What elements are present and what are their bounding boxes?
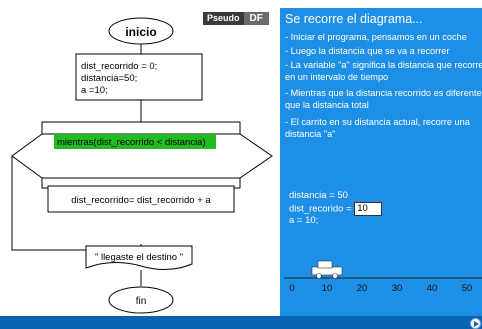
scale-label: 30: [392, 283, 403, 293]
dist-recorrido-value: 10: [354, 201, 383, 216]
start-terminal: [108, 17, 174, 45]
init-process-box: [75, 53, 203, 101]
init-line-3: a =10;: [81, 85, 108, 96]
tab-pseudo[interactable]: Pseudo: [203, 12, 244, 25]
output-label: " llegaste el destino ": [95, 252, 183, 263]
end-label: fin: [136, 296, 147, 307]
scale-label: 50: [462, 283, 473, 293]
bottom-bar: [0, 316, 482, 329]
scale-label: 40: [427, 283, 438, 293]
panel-title: Se recorre el diagrama...: [285, 12, 423, 26]
step-1: - Iniciar el programa, pensamos en un co…: [285, 32, 467, 42]
loop-condition-highlight: [54, 134, 216, 149]
mode-tabs: Pseudo DF: [203, 12, 269, 25]
step-4: - Mientras que la distancia recorrido es…: [285, 88, 482, 110]
init-line-2: distancia=50;: [81, 73, 137, 84]
loop-condition-label: mientras(dist_recorrido < distancia): [57, 137, 206, 148]
distancia-state: distancia = 50: [289, 190, 348, 201]
dist-recorrido-row: dist_recorido = 10: [289, 201, 383, 216]
car-icon: [311, 260, 343, 279]
distance-track: 0 10 20 30 40 50: [284, 260, 482, 293]
variable-state: distancia = 50 dist_recorido = 10 a = 10…: [289, 190, 383, 226]
step-2: - Luego la distancia que se va a recorre…: [285, 46, 450, 56]
end-terminal: [108, 286, 174, 314]
output-document-shape: [85, 245, 193, 270]
loop-body-label: dist_recorrido= dist_recorrido + a: [71, 195, 211, 206]
scale-label: 20: [357, 283, 368, 293]
scale-label: 10: [322, 283, 333, 293]
flowchart: inicio dist_recorrido = 0; distancia=50;…: [11, 17, 273, 314]
loop-body-box: [47, 185, 235, 213]
scale-label: 0: [289, 283, 294, 293]
step-5: - El carrito en su distancia actual, rec…: [285, 117, 470, 139]
a-state: a = 10;: [289, 214, 319, 226]
explanation-panel: Se recorre el diagrama... - Iniciar el p…: [280, 8, 482, 316]
tab-df[interactable]: DF: [243, 12, 269, 25]
step-3: - La variable "a" significa la distancia…: [285, 60, 482, 82]
flowchart-area: inicio dist_recorrido = 0; distancia=50;…: [11, 17, 273, 314]
track-scale: 0 10 20 30 40 50: [289, 283, 472, 293]
play-button[interactable]: [470, 318, 481, 329]
dist-recorrido-label: dist_recorido =: [289, 203, 352, 215]
start-label: inicio: [125, 25, 156, 39]
init-line-1: dist_recorrido = 0;: [81, 61, 157, 72]
